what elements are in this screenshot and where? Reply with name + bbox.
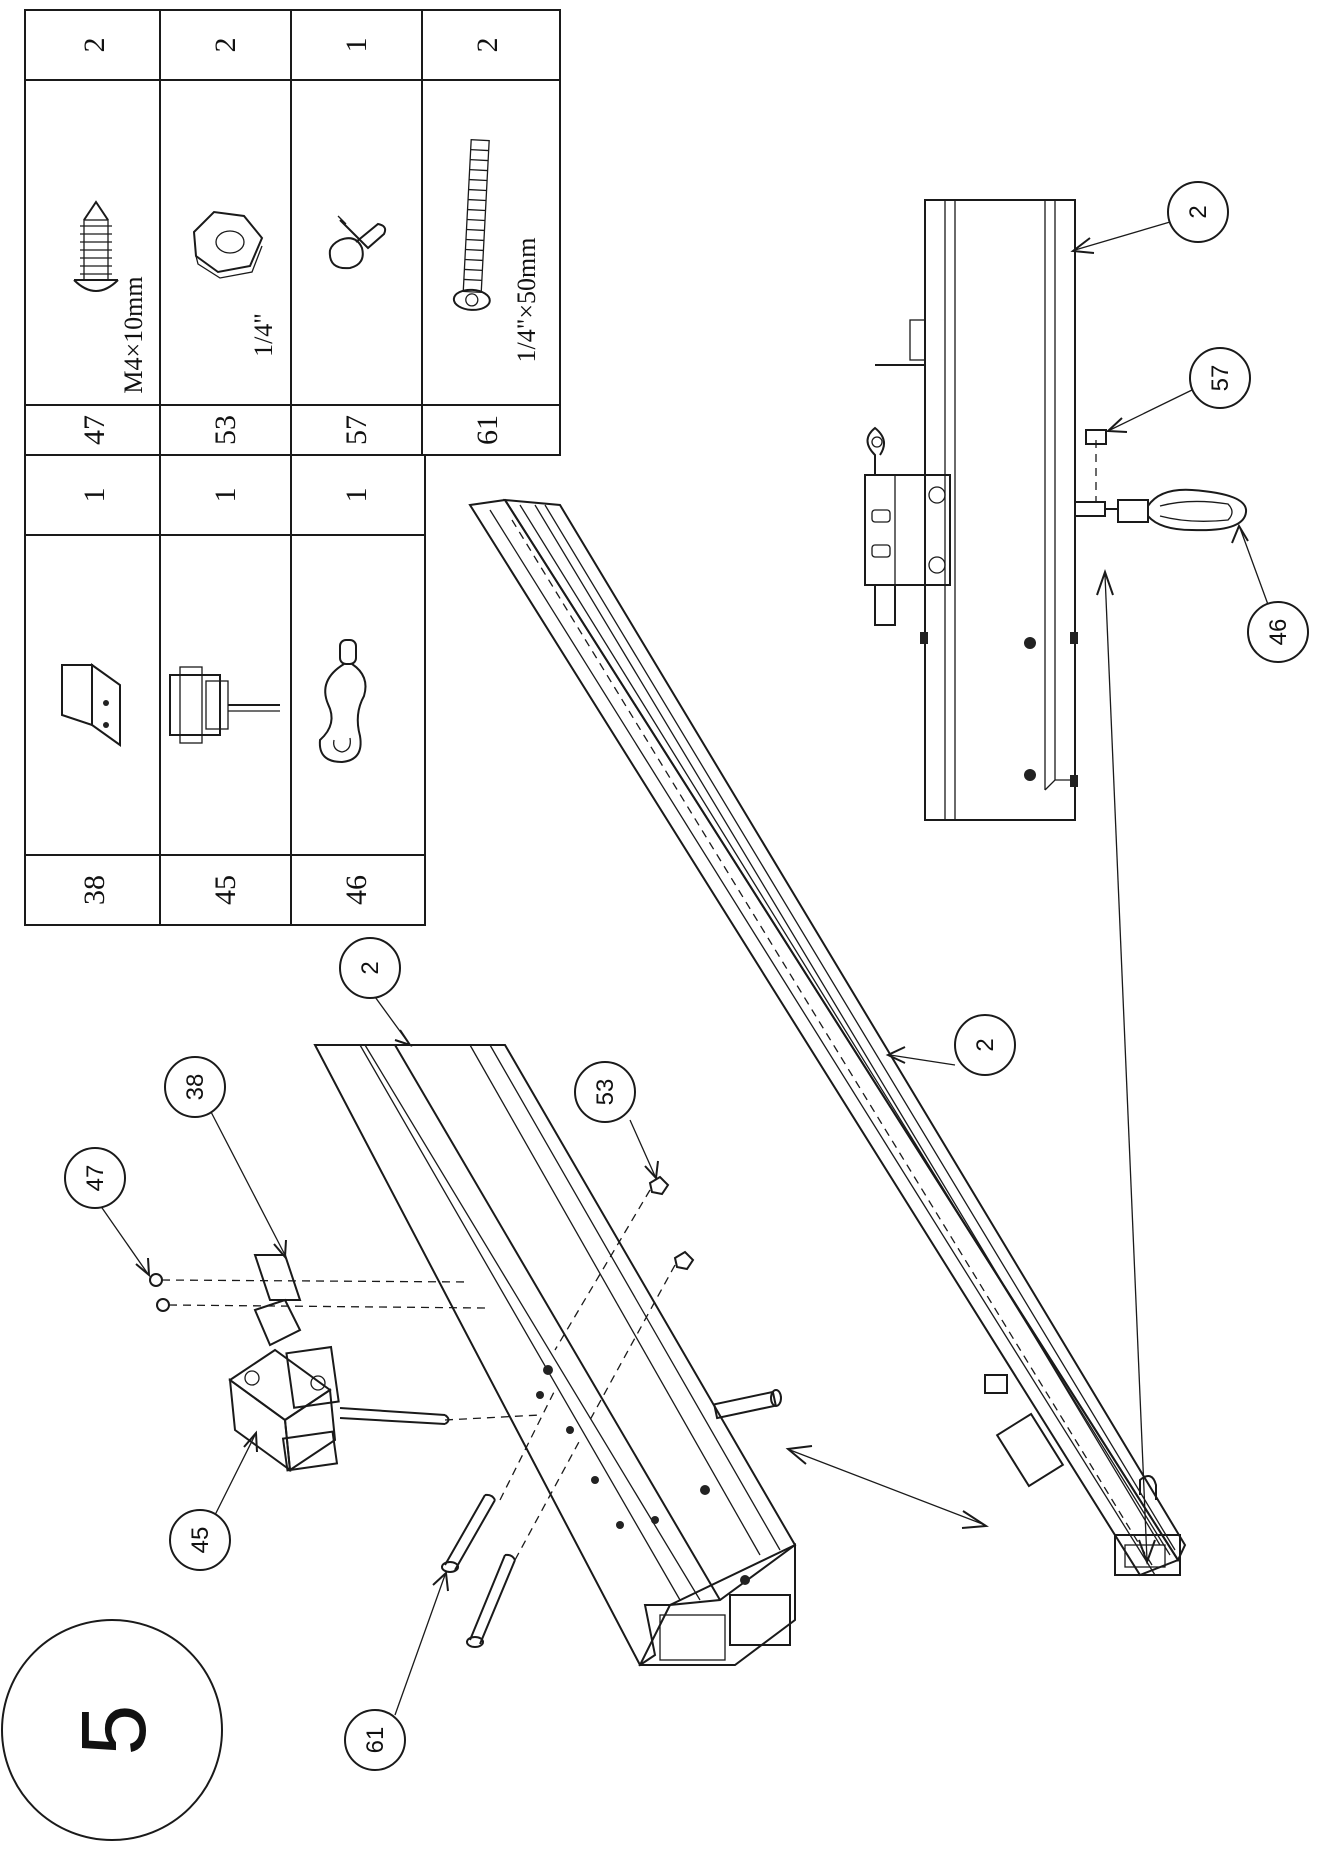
svg-text:38: 38 bbox=[182, 1074, 209, 1101]
svg-text:2: 2 bbox=[1185, 205, 1212, 218]
callout-2-short-rail: 2 bbox=[339, 937, 401, 999]
bolts-61 bbox=[441, 1389, 581, 1648]
table-row-53: 2 53 1/4" bbox=[192, 38, 278, 445]
part-number-46: 46 bbox=[340, 875, 373, 905]
latch-assembly-icon bbox=[169, 666, 280, 744]
step-number: 5 bbox=[63, 1704, 165, 1755]
table-row-61: 2 61 1/4"×50mm bbox=[452, 38, 541, 445]
svg-text:53: 53 bbox=[592, 1079, 619, 1106]
callout-2-side-view: 2 bbox=[1167, 181, 1229, 243]
table-row-46: 1 46 bbox=[318, 488, 373, 905]
part-number-45: 45 bbox=[209, 875, 242, 905]
part-number-61: 61 bbox=[471, 415, 504, 445]
rail-side-view bbox=[864, 199, 1248, 821]
svg-text:45: 45 bbox=[187, 1527, 214, 1554]
step-number-badge: 5 bbox=[1, 1619, 223, 1841]
size-53: 1/4" bbox=[249, 313, 278, 357]
pull-ring-icon bbox=[318, 639, 367, 764]
callout-61: 61 bbox=[344, 1709, 406, 1771]
qty-61: 2 bbox=[471, 38, 504, 53]
svg-text:2: 2 bbox=[357, 961, 384, 974]
assembly-arrows bbox=[785, 568, 1156, 1565]
callout-47: 47 bbox=[64, 1147, 126, 1209]
svg-text:46: 46 bbox=[1265, 619, 1292, 646]
svg-text:57: 57 bbox=[1207, 365, 1234, 392]
table-row-47: 2 47 M4×10mm bbox=[73, 38, 148, 445]
qty-45: 1 bbox=[209, 488, 242, 503]
part-number-53: 53 bbox=[209, 415, 242, 445]
qty-38: 1 bbox=[78, 488, 111, 503]
callout-38: 38 bbox=[164, 1056, 226, 1118]
bolt-icon bbox=[452, 138, 491, 311]
qty-47: 2 bbox=[78, 38, 111, 53]
long-rail bbox=[468, 498, 1187, 1577]
svg-text:47: 47 bbox=[82, 1165, 109, 1192]
nuts-53 bbox=[554, 1175, 695, 1421]
parts-table bbox=[24, 9, 561, 926]
table-row-45: 1 45 bbox=[169, 488, 280, 905]
latch-assembly-exploded bbox=[228, 1345, 450, 1473]
hex-nut-icon bbox=[192, 210, 264, 279]
svg-text:2: 2 bbox=[972, 1038, 999, 1051]
qty-57: 1 bbox=[340, 38, 373, 53]
bracket-38 bbox=[253, 1254, 302, 1347]
l-bracket-icon bbox=[61, 663, 121, 747]
split-pin-icon bbox=[328, 215, 387, 270]
callout-2-long-rail: 2 bbox=[954, 1014, 1016, 1076]
qty-53: 2 bbox=[209, 38, 242, 53]
svg-text:61: 61 bbox=[362, 1727, 389, 1754]
part-number-57: 57 bbox=[340, 415, 373, 445]
qty-46: 1 bbox=[340, 488, 373, 503]
screw-icon bbox=[73, 200, 119, 292]
part-number-47: 47 bbox=[78, 415, 111, 445]
size-47: M4×10mm bbox=[119, 276, 148, 393]
size-61: 1/4"×50mm bbox=[512, 238, 541, 363]
callout-53: 53 bbox=[574, 1061, 636, 1123]
callout-57: 57 bbox=[1189, 347, 1251, 409]
rail-stud bbox=[713, 1389, 782, 1420]
part-number-38: 38 bbox=[78, 875, 111, 905]
table-row-57: 1 57 bbox=[328, 38, 387, 445]
callout-46: 46 bbox=[1247, 601, 1309, 663]
short-rail bbox=[313, 1044, 797, 1667]
callout-leaders bbox=[99, 221, 1271, 1716]
screws-47 bbox=[149, 1273, 486, 1312]
callout-45: 45 bbox=[169, 1509, 231, 1571]
table-row-38: 1 38 bbox=[61, 488, 121, 905]
